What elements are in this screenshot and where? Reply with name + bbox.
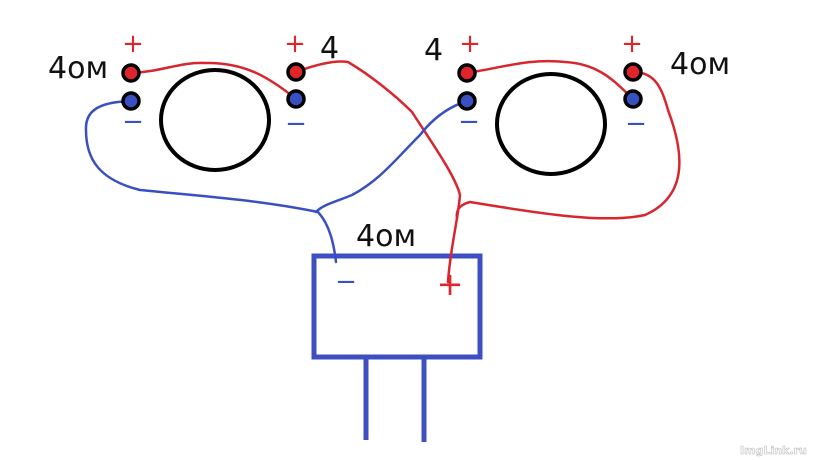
amplifier-box <box>311 253 483 360</box>
terminal-s1-left-minus <box>121 91 141 111</box>
minus-mark: − <box>625 109 647 139</box>
plus-mark: + <box>284 29 306 59</box>
terminal-s1-right-plus <box>286 62 306 82</box>
terminal-s1-left-plus <box>121 63 141 83</box>
wire-blue-s2-minus-to-amp <box>314 99 469 214</box>
plus-mark: + <box>122 29 144 59</box>
terminal-s2-left-minus <box>457 91 477 111</box>
label-total-impedance: 4ом <box>356 219 416 254</box>
label-speaker1-right: 4 <box>320 31 339 66</box>
label-speaker2-right: 4ом <box>670 47 730 82</box>
terminal-s2-left-plus <box>457 63 477 83</box>
minus-mark: − <box>458 107 480 137</box>
wire-red-s2-plus-to-s2-minus <box>465 59 635 101</box>
watermark: ImgLink.ru <box>740 444 807 457</box>
minus-mark: − <box>122 107 144 137</box>
wire-blue-s1-minus-to-amp <box>84 99 338 264</box>
plus-mark: + <box>621 29 643 59</box>
label-speaker1-left: 4ом <box>48 51 108 86</box>
amp-plus-mark: + <box>437 265 464 303</box>
terminal-s1-right-minus <box>286 89 306 109</box>
amp-minus-mark: − <box>335 267 357 297</box>
plus-mark: + <box>459 29 481 59</box>
terminal-s2-right-minus <box>623 89 643 109</box>
speaker-1 <box>159 68 271 172</box>
wire-red-s1-plus-to-amp <box>294 60 462 284</box>
speaker-2 <box>495 72 607 176</box>
label-speaker2-left: 4 <box>424 33 443 68</box>
terminal-s2-right-plus <box>623 62 643 82</box>
minus-mark: − <box>285 109 307 139</box>
wire-red-s2-plus-to-amp <box>455 70 681 220</box>
wire-red-s1-plus-to-s1-minus <box>129 61 298 101</box>
